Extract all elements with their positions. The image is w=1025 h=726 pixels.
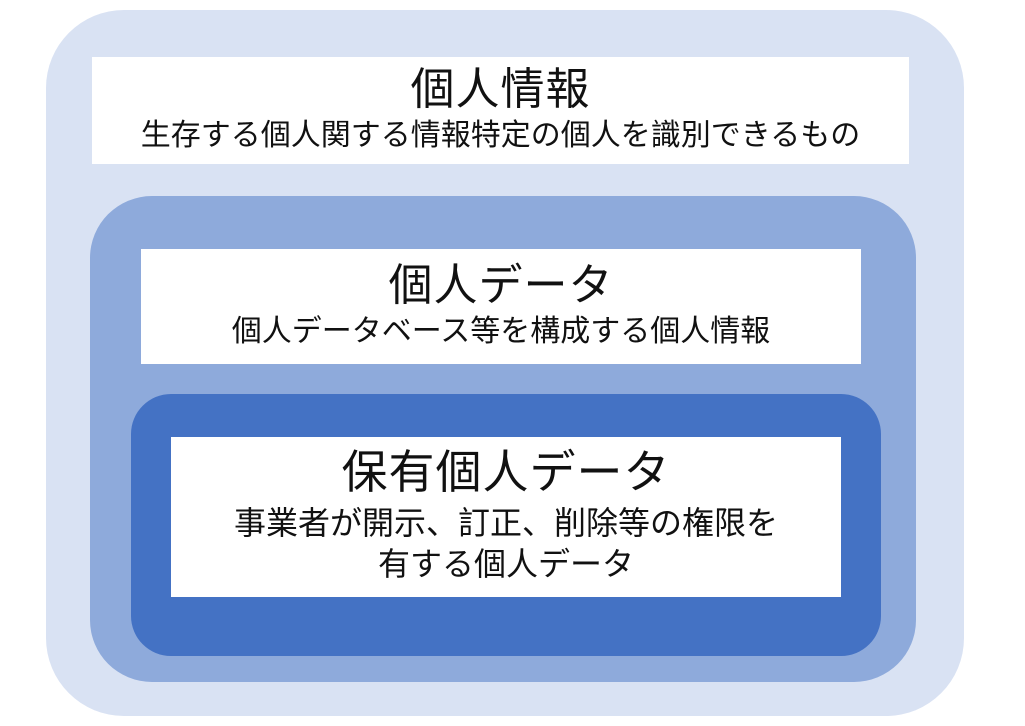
personal-information-title: 個人情報 <box>410 63 591 115</box>
retained-personal-data-description-line-1: 事業者が開示、訂正、削除等の権限を <box>233 503 778 542</box>
personal-data-label-box: 個人データ 個人データベース等を構成する個人情報 <box>141 249 861 364</box>
personal-information-description: 生存する個人関する情報特定の個人を識別できるもの <box>140 117 861 153</box>
retained-personal-data-description-line-2: 有する個人データ <box>377 545 634 584</box>
retained-personal-data-title: 保有個人データ <box>341 445 671 500</box>
retained-personal-data-label-box: 保有個人データ 事業者が開示、訂正、削除等の権限を 有する個人データ <box>171 437 841 597</box>
personal-data-description: 個人データベース等を構成する個人情報 <box>231 313 771 349</box>
personal-information-label-box: 個人情報 生存する個人関する情報特定の個人を識別できるもの <box>92 57 909 164</box>
personal-data-title: 個人データ <box>388 259 614 311</box>
